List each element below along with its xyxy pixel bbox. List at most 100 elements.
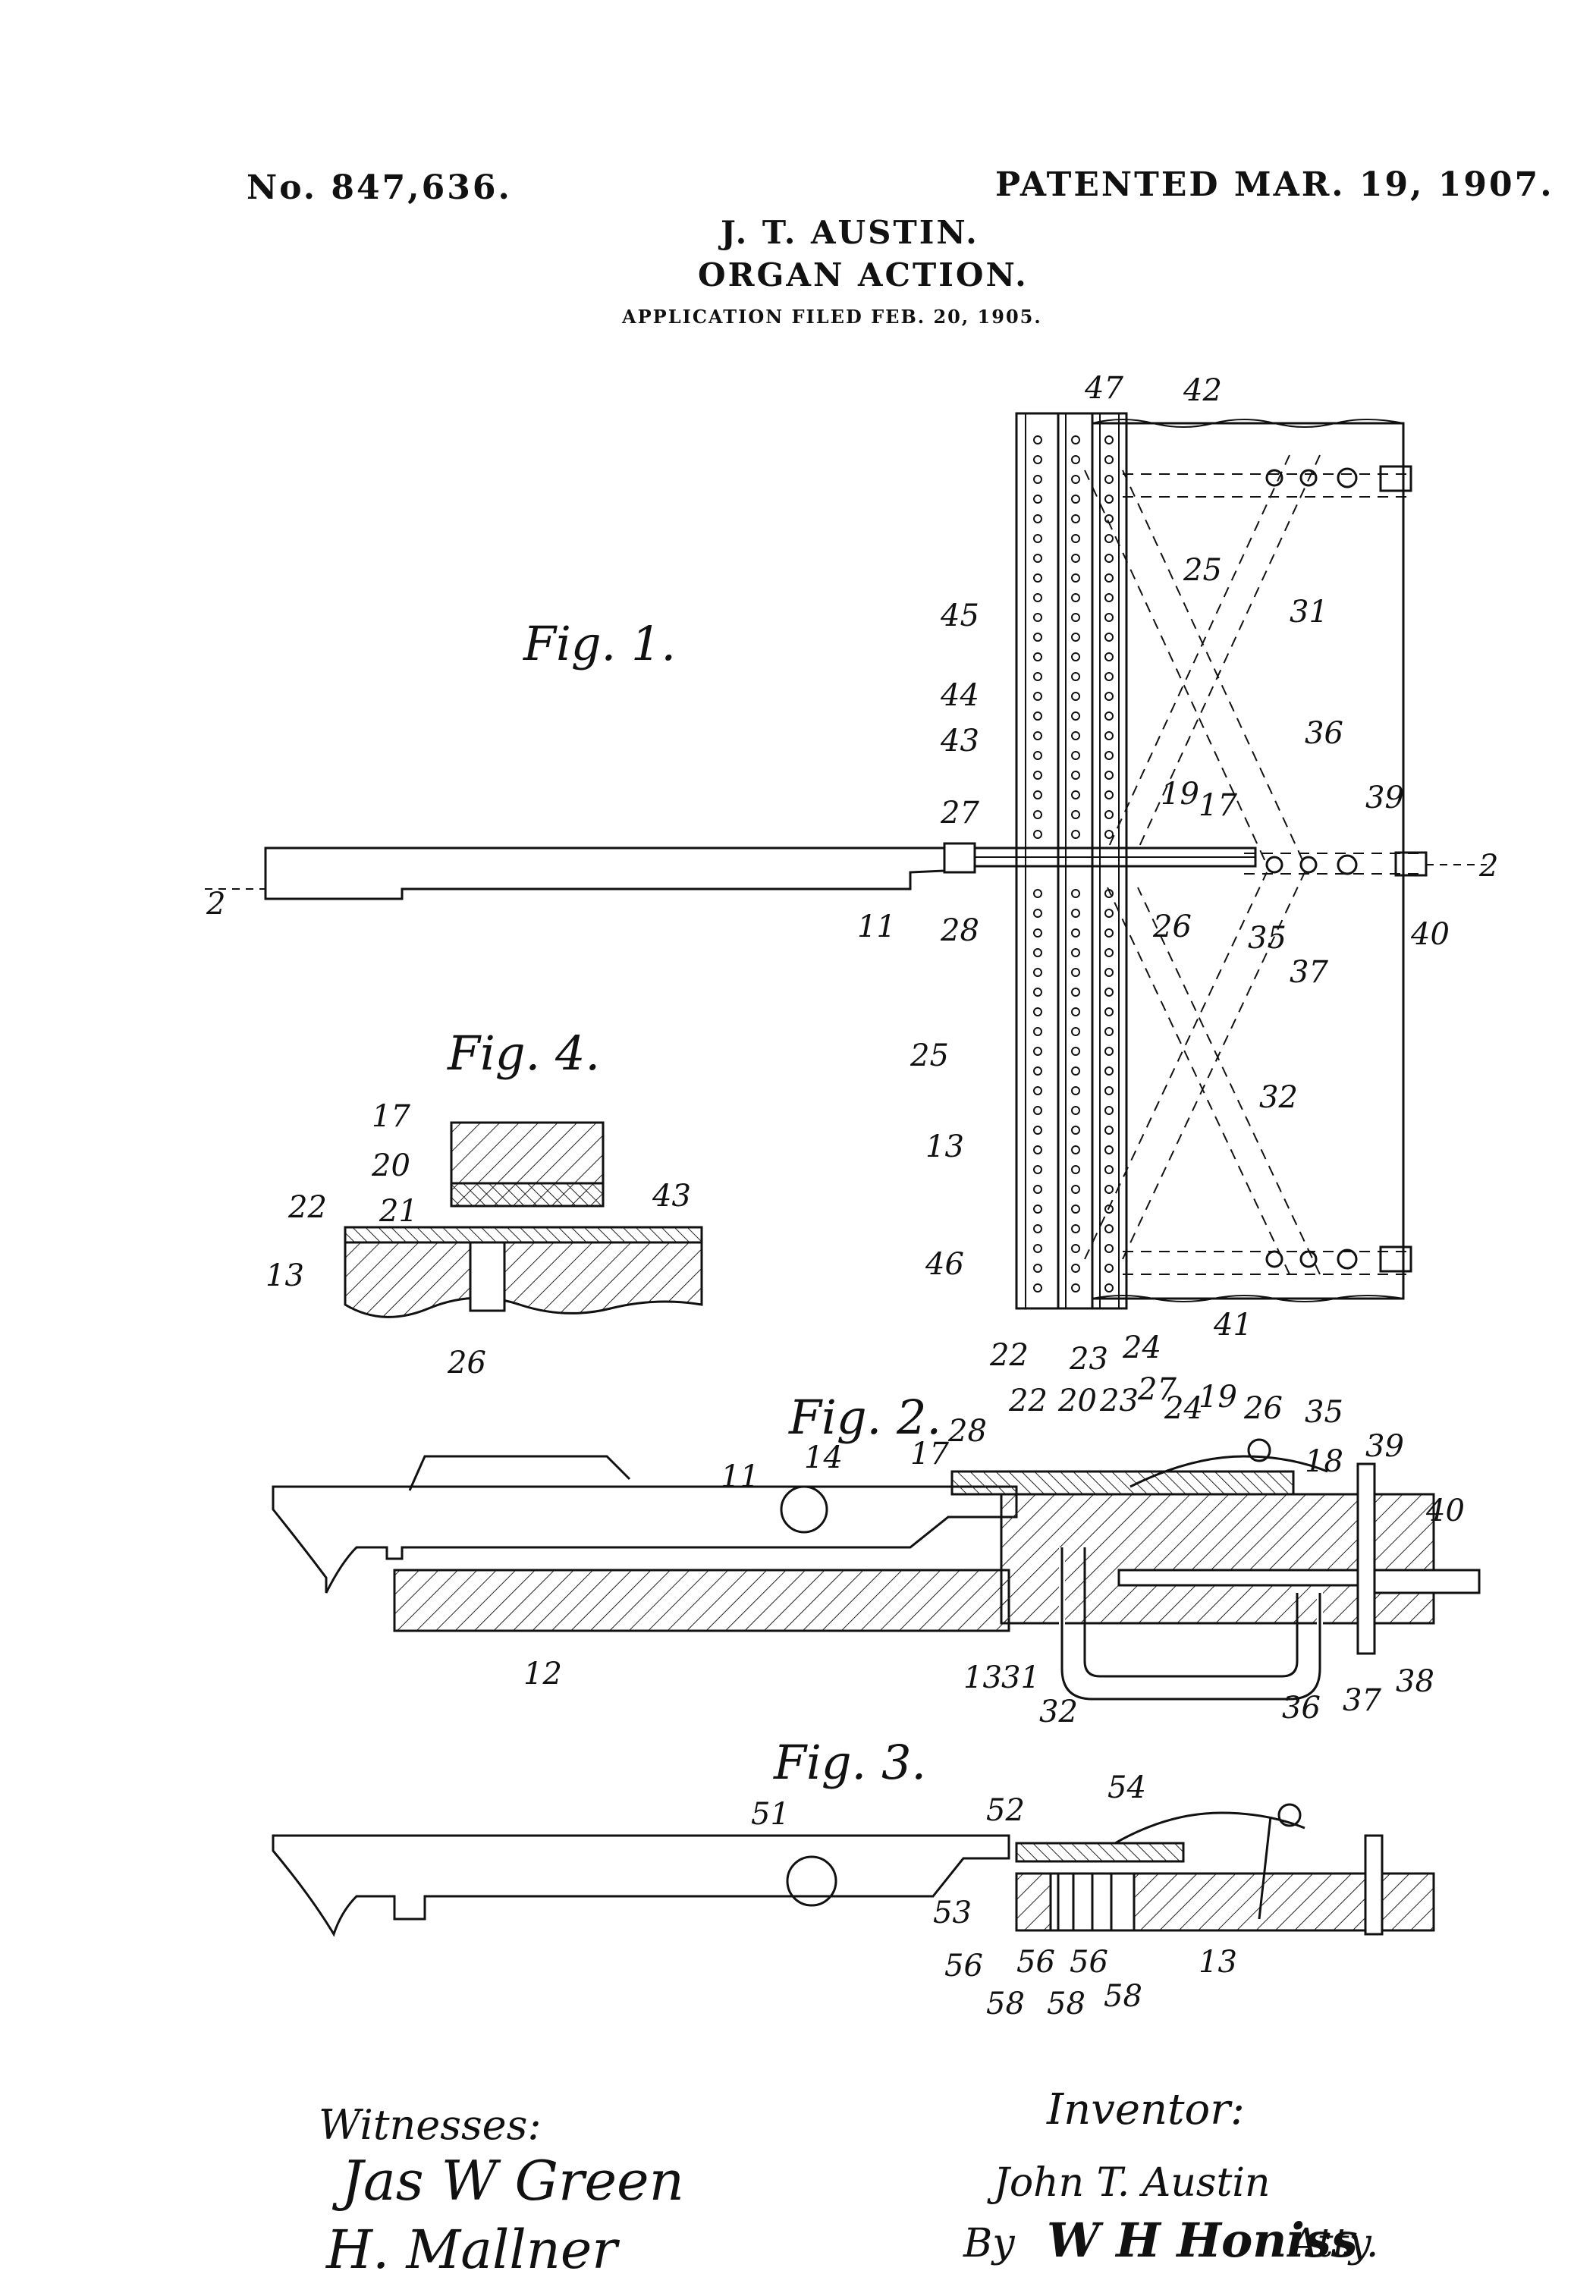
- strip-hole: [1071, 1106, 1080, 1115]
- strip-hole: [1104, 692, 1114, 701]
- ref3-56c: 56: [1070, 1945, 1108, 1980]
- witnesses-label: Witnesses:: [319, 2101, 542, 2149]
- strip-hole: [1071, 1244, 1080, 1253]
- figure-4-drawing: [344, 1121, 703, 1318]
- witness-2-signature: H. Mallner: [325, 2219, 620, 2281]
- ref3-52: 52: [986, 1793, 1025, 1828]
- ref4-21: 21: [379, 1194, 418, 1229]
- strip-hole: [1071, 928, 1080, 938]
- strip-hole: [1033, 475, 1042, 484]
- fig1-label: Fig. 1.: [523, 616, 676, 671]
- ref-45: 45: [940, 598, 979, 633]
- strip-hole: [1033, 751, 1042, 760]
- ref3-58b: 58: [1047, 1987, 1085, 2021]
- fig1-reference-numerals: 47 42 25 45 31 44 43 36 19 17 27 39 28 2…: [857, 371, 1450, 1377]
- ref4-22: 22: [287, 1190, 327, 1225]
- ref2-11: 11: [721, 1459, 759, 1494]
- strip-hole: [1033, 1007, 1042, 1016]
- strip-hole: [1033, 1047, 1042, 1056]
- ref-13: 13: [925, 1129, 964, 1164]
- ref2-38: 38: [1396, 1664, 1434, 1699]
- strip-hole: [1033, 1264, 1042, 1273]
- strip-hole: [1071, 455, 1080, 464]
- strip-hole: [1033, 968, 1042, 977]
- strip-hole: [1071, 613, 1080, 622]
- figure-1-drawing: [205, 412, 1487, 1310]
- strip-hole: [1071, 948, 1080, 957]
- strip-hole: [1104, 593, 1114, 602]
- strip-hole: [1071, 1047, 1080, 1056]
- strip-hole: [1104, 928, 1114, 938]
- strip-hole: [1104, 475, 1114, 484]
- strip-hole: [1071, 1027, 1080, 1036]
- strip-hole: [1033, 435, 1042, 444]
- ref-42: 42: [1183, 373, 1222, 408]
- ref2-23: 23: [1099, 1384, 1139, 1418]
- strip-hole: [1071, 830, 1080, 839]
- ref-22: 22: [989, 1338, 1029, 1373]
- strip-hole: [1033, 1224, 1042, 1233]
- strip-hole: [1104, 495, 1114, 504]
- strip-hole: [1033, 692, 1042, 701]
- strip-hole: [1104, 1066, 1114, 1076]
- strip-hole: [1104, 810, 1114, 819]
- patent-number: No. 847,636.: [247, 168, 512, 207]
- ref2-40: 40: [1425, 1493, 1465, 1528]
- strip-hole: [1104, 1205, 1114, 1214]
- strip-hole: [1033, 731, 1042, 740]
- strip-hole: [1104, 554, 1114, 563]
- patent-title: ORGAN ACTION.: [698, 256, 1029, 294]
- ref3-51: 51: [751, 1797, 790, 1832]
- strip-hole: [1033, 711, 1042, 721]
- strip-hole: [1071, 593, 1080, 602]
- ref3-56a: 56: [944, 1949, 983, 1983]
- strip-hole: [1104, 1047, 1114, 1056]
- strip-hole: [1071, 1224, 1080, 1233]
- ref2-32: 32: [1039, 1695, 1078, 1729]
- ref2-35: 35: [1305, 1395, 1343, 1430]
- ref4-43: 43: [652, 1179, 691, 1214]
- strip-hole: [1071, 672, 1080, 681]
- strip-hole: [1071, 909, 1080, 918]
- application-date: APPLICATION FILED FEB. 20, 1905.: [622, 306, 1042, 328]
- strip-hole: [1104, 771, 1114, 780]
- ref-41: 41: [1213, 1308, 1252, 1343]
- ref2-39: 39: [1365, 1429, 1404, 1464]
- strip-hole: [1071, 731, 1080, 740]
- strip-hole: [1033, 1185, 1042, 1194]
- ref-32: 32: [1259, 1080, 1298, 1115]
- strip-hole: [1071, 435, 1080, 444]
- fig2-label: Fig. 2.: [788, 1390, 941, 1445]
- strip-hole: [1033, 909, 1042, 918]
- strip-hole: [1104, 1086, 1114, 1095]
- ref-11: 11: [857, 909, 896, 944]
- strip-hole: [1071, 810, 1080, 819]
- strip-hole: [1071, 790, 1080, 799]
- strip-hole: [1104, 988, 1114, 997]
- strip-hole: [1033, 948, 1042, 957]
- strip-hole: [1104, 1106, 1114, 1115]
- section-mark-left: 2: [206, 887, 225, 922]
- strip-hole: [1071, 988, 1080, 997]
- strip-hole: [1071, 1283, 1080, 1292]
- ref-25b: 25: [910, 1038, 949, 1073]
- strip-hole: [1033, 1283, 1042, 1292]
- strip-hole: [1071, 968, 1080, 977]
- ref2-14: 14: [804, 1440, 843, 1475]
- strip-hole: [1104, 968, 1114, 977]
- figure-2-drawing: [272, 1438, 1481, 1702]
- ref-39: 39: [1365, 781, 1404, 815]
- strip-hole: [1033, 534, 1042, 543]
- inventor-label: Inventor:: [1046, 2085, 1245, 2134]
- strip-hole: [1104, 1165, 1114, 1174]
- ref-28: 28: [940, 913, 979, 948]
- strip-hole: [1033, 1205, 1042, 1214]
- fig4-reference-numerals: 17 20 43 22 21 13 26: [265, 1099, 691, 1380]
- ref2-28: 28: [947, 1414, 987, 1449]
- section-mark-right: 2: [1478, 849, 1498, 884]
- strip-hole: [1033, 633, 1042, 642]
- strip-hole: [1104, 751, 1114, 760]
- strip-hole: [1104, 1244, 1114, 1253]
- strip-hole: [1071, 1205, 1080, 1214]
